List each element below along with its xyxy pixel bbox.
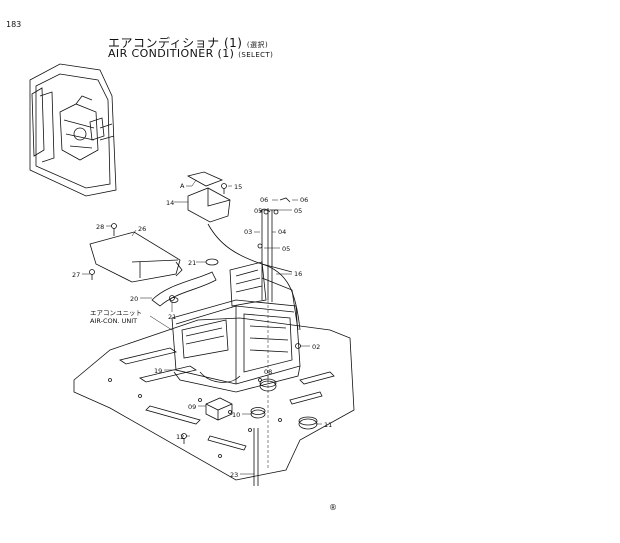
pipes-03-04 — [259, 208, 273, 302]
callout-05c: 05 — [282, 245, 290, 253]
air-con-unit-label: エアコンユニット AIR-CON. UNIT — [90, 309, 142, 325]
callout-20: 20 — [130, 295, 138, 303]
duct-14 — [186, 171, 231, 223]
callout-14: 14 — [166, 199, 174, 207]
callout-labels: A 14 15 06 06 05 05 28 26 03 04 05 16 21… — [72, 182, 332, 479]
mounts — [205, 378, 318, 430]
rod-23 — [253, 428, 259, 486]
callout-28: 28 — [96, 223, 104, 231]
unit-label-en: AIR-CON. UNIT — [90, 317, 138, 325]
callout-23: 23 — [230, 471, 238, 479]
callout-12: 12 — [176, 433, 184, 441]
callout-06b: 06 — [300, 196, 308, 204]
registered-mark: ® — [329, 503, 337, 512]
callout-05a: 05 — [254, 207, 262, 215]
callout-16: 16 — [294, 270, 302, 278]
callout-11: 11 — [324, 421, 332, 429]
title-en-sub: (SELECT) — [238, 51, 274, 59]
callout-15: 15 — [234, 183, 242, 191]
callout-26: 26 — [138, 225, 146, 233]
callout-27: 27 — [72, 271, 80, 279]
title-english: AIR CONDITIONER (1) (SELECT) — [108, 47, 273, 60]
air-con-unit — [171, 261, 301, 393]
wire-harness — [207, 223, 301, 331]
hoses — [151, 258, 219, 307]
callout-A: A — [180, 182, 185, 190]
base-plate — [73, 317, 355, 481]
title-japanese: エアコンディショナ (1) (選択) — [108, 34, 268, 51]
page-number: 183 — [6, 20, 22, 29]
callout-02: 02 — [312, 343, 320, 351]
cab-sketch — [29, 63, 117, 197]
callout-04: 04 — [278, 228, 286, 236]
callout-05b: 05 — [294, 207, 302, 215]
title-jp-sub: (選択) — [246, 41, 269, 49]
callout-08: 08 — [264, 368, 272, 376]
callout-21a: 21 — [188, 259, 196, 267]
title-en-text: AIR CONDITIONER (1) — [108, 47, 235, 60]
callout-03: 03 — [244, 228, 252, 236]
callout-19: 19 — [154, 367, 162, 375]
callout-09: 09 — [188, 403, 196, 411]
unit-label-jp: エアコンユニット — [90, 309, 142, 317]
callout-10: 10 — [232, 411, 240, 419]
title-jp-text: エアコンディショナ (1) — [108, 36, 243, 50]
callout-06a: 06 — [260, 196, 268, 204]
callout-21b: 21 — [168, 313, 176, 321]
duct-26 — [89, 231, 183, 283]
leader-lines — [82, 179, 322, 475]
